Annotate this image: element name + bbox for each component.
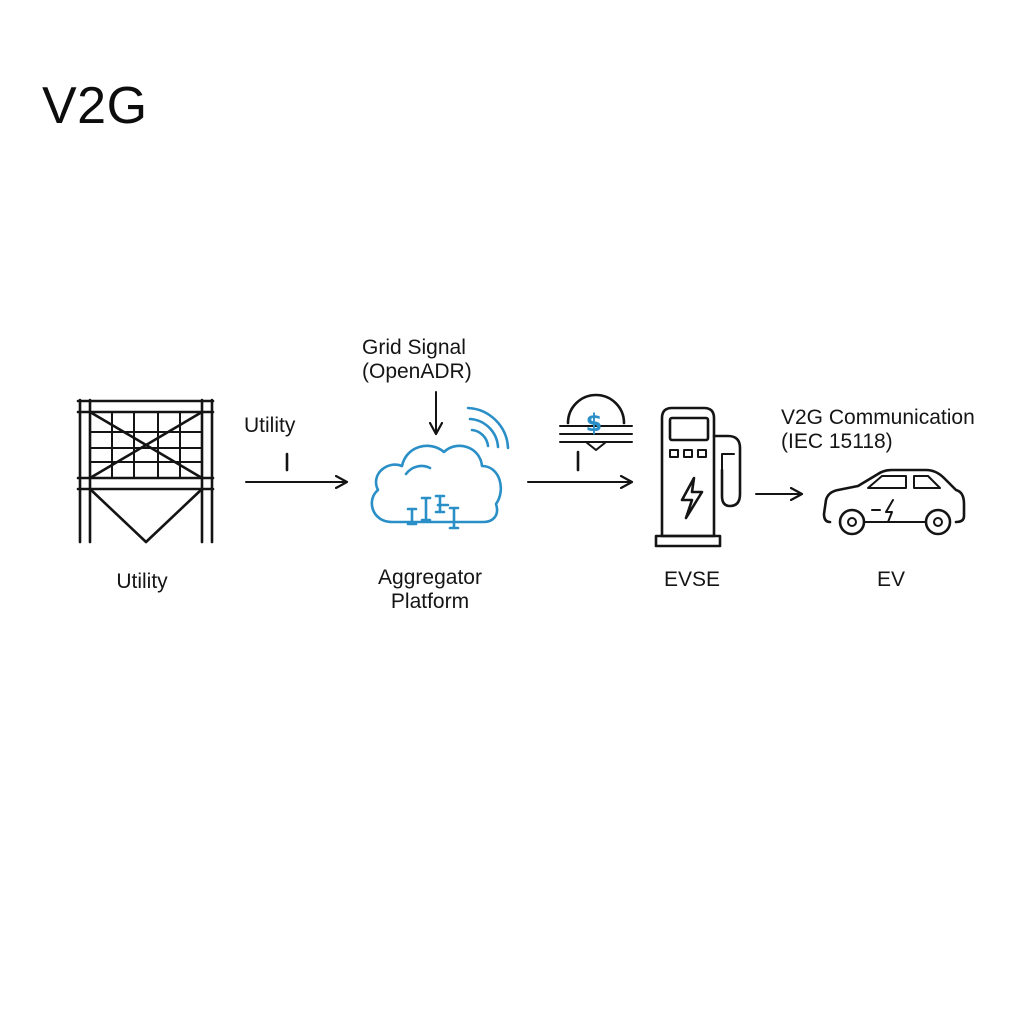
wireless-signal-icon	[466, 406, 510, 450]
cloud-platform-icon	[370, 444, 503, 530]
grid-signal-label: Grid Signal (OpenADR)	[362, 336, 472, 384]
charging-station-icon	[654, 406, 742, 548]
aggregator-label-line2: Platform	[390, 590, 470, 613]
utility-label: Utility	[116, 570, 168, 593]
page-title: V2G	[42, 77, 148, 135]
aggregator-label-line1: Aggregator	[378, 566, 482, 589]
transmission-tower-icon	[76, 398, 215, 544]
electric-car-icon	[822, 468, 966, 536]
grid-signal-label-line2: (OpenADR)	[362, 360, 472, 383]
utility-connector-label: Utility	[244, 414, 296, 437]
v2g-communication-label-line2: (IEC 15118)	[781, 430, 893, 453]
v2g-communication-label: V2G Communication (IEC 15118)	[781, 406, 975, 454]
dollar-payment-icon: $	[559, 393, 633, 472]
svg-text:$: $	[586, 409, 603, 437]
aggregator-label: Aggregator Platform	[378, 566, 482, 614]
ev-label: EV	[876, 568, 906, 591]
grid-signal-label-line1: Grid Signal	[362, 336, 466, 359]
v2g-communication-label-line1: V2G Communication	[781, 406, 975, 429]
evse-label: EVSE	[663, 568, 721, 591]
utility-to-aggregator-arrow	[245, 452, 347, 482]
